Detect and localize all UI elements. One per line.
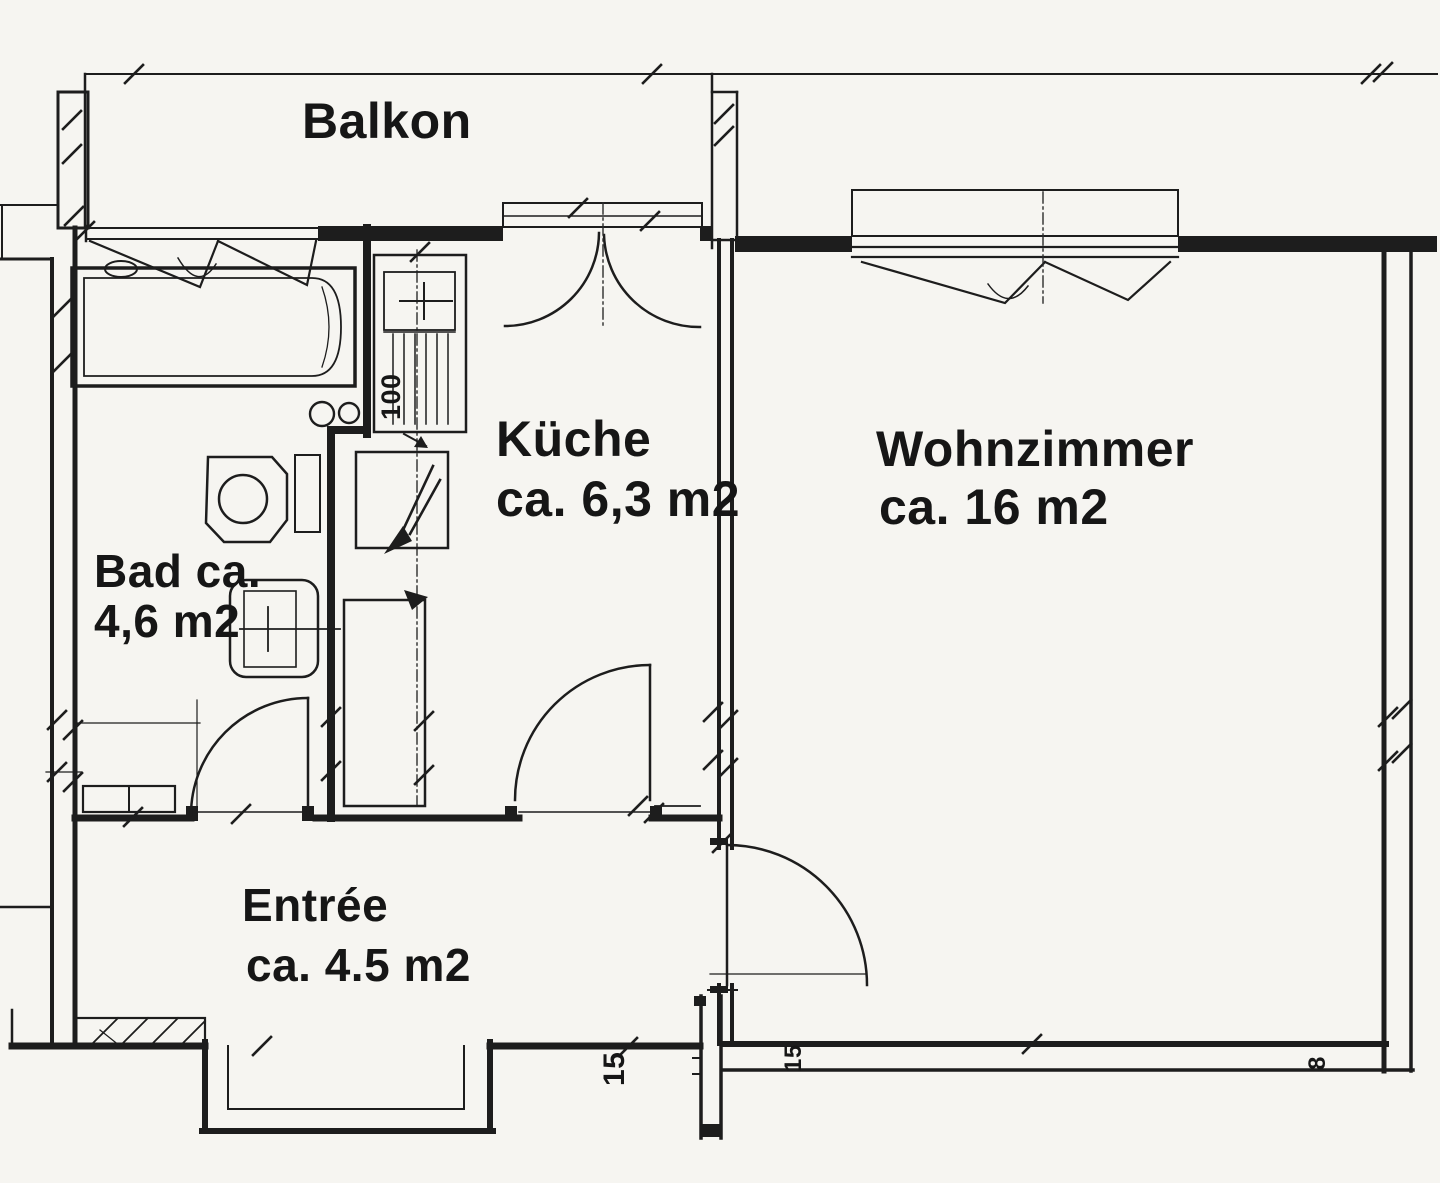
- bath-radiator: [81, 784, 177, 814]
- room-label-kueche: Küche: [496, 411, 652, 467]
- toilet: [204, 454, 321, 544]
- north-wall: [84, 202, 712, 243]
- living-north-wall: [735, 189, 1437, 259]
- south-wall: [8, 994, 1415, 1140]
- dimension-entry-right: 15: [780, 1044, 807, 1072]
- bath-kitchen-south-wall: [71, 806, 723, 822]
- room-area-entree: ca. 4.5 m2: [246, 939, 471, 991]
- bathtub: [70, 260, 357, 388]
- dimension-ticks: [46, 61, 1413, 1058]
- dimension-entry-left: 15: [598, 1051, 631, 1086]
- west-wall: [0, 204, 78, 1049]
- room-label-entree: Entrée: [242, 879, 389, 931]
- room-area-kueche: ca. 6,3 m2: [496, 471, 741, 527]
- bath-door: [189, 696, 310, 817]
- kitchen-sink-unit: [372, 253, 468, 434]
- hob-circles: [308, 400, 361, 428]
- dimension-kitchen-unit: 100: [376, 373, 406, 420]
- bath-kitchen-wall: [327, 224, 371, 822]
- room-label-balkon: Balkon: [302, 93, 472, 149]
- room-label-bad: Bad ca.: [94, 545, 262, 597]
- east-wall: [1381, 245, 1413, 1074]
- balcony-door: [503, 231, 702, 329]
- dimension-lines: [45, 722, 201, 773]
- hatched-wall-section: [73, 1016, 207, 1050]
- bath-window-swings: [88, 239, 318, 289]
- room-area-wohnzimmer: ca. 16 m2: [879, 479, 1109, 535]
- living-window-swings: [860, 260, 1172, 305]
- living-room-door: [709, 843, 869, 987]
- kitchen-living-wall: [654, 238, 739, 832]
- room-label-wohnzimmer: Wohnzimmer: [876, 421, 1194, 477]
- duct: [342, 590, 428, 808]
- center-lines: [416, 191, 1044, 807]
- dimension-living-bottom: 8: [1304, 1056, 1331, 1070]
- kitchen-door: [513, 663, 652, 802]
- electrical-panel: [354, 432, 450, 554]
- room-area-bad: 4,6 m2: [94, 595, 241, 647]
- washbasin: [228, 578, 341, 679]
